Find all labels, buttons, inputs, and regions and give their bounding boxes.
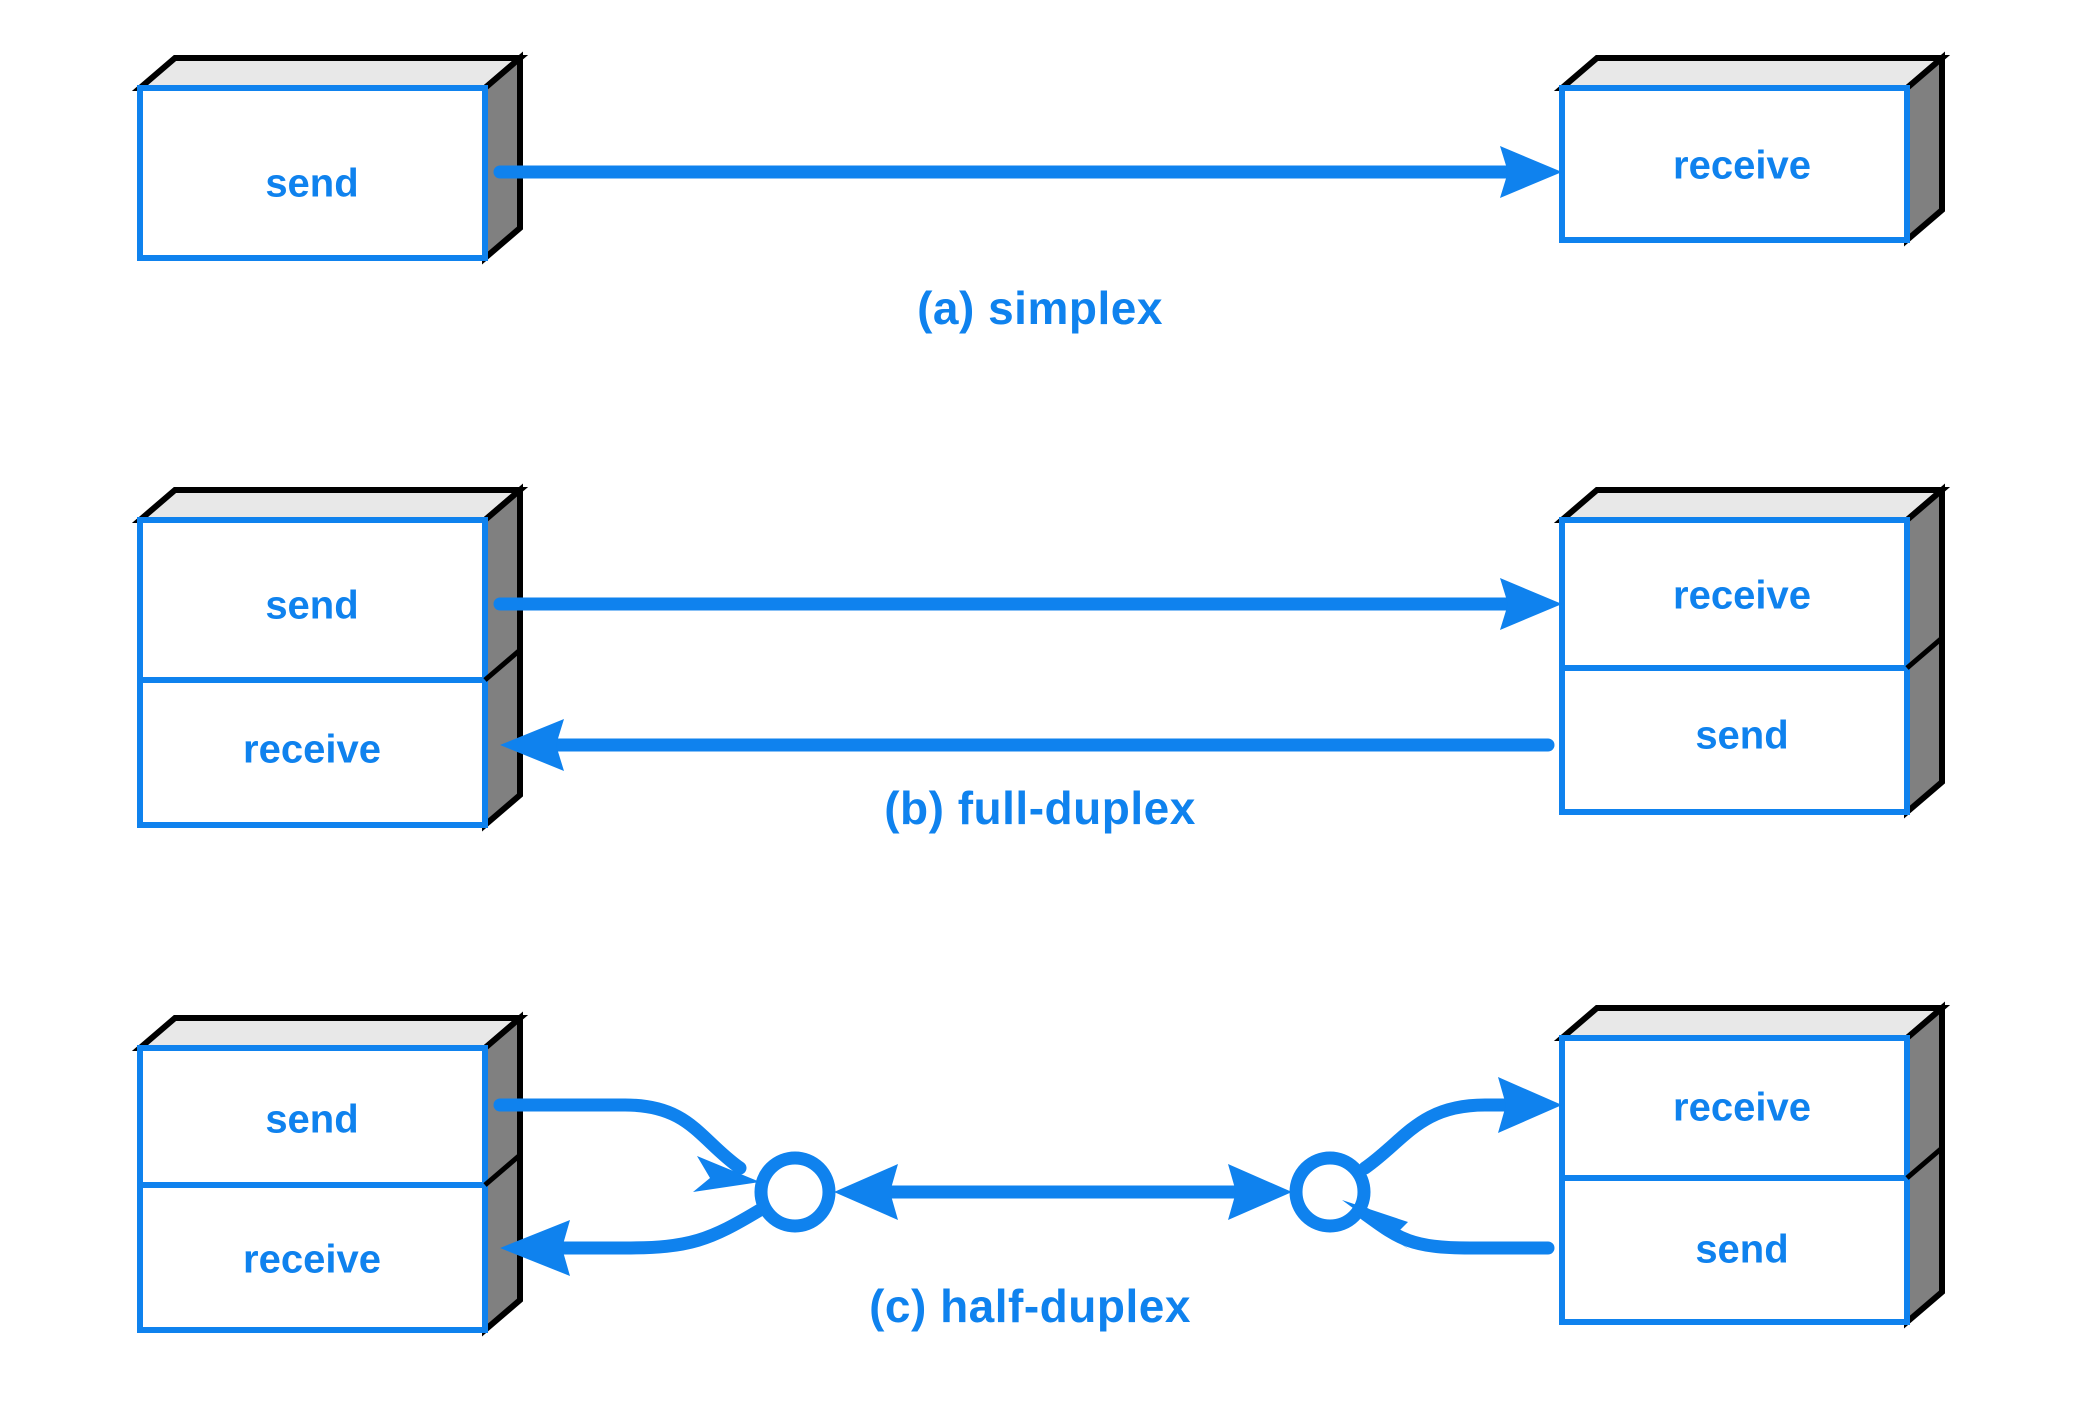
box-front-face <box>137 517 488 828</box>
panel-simplex: send receive (a) simplex <box>131 51 1951 334</box>
box-top-face <box>1553 487 1951 523</box>
halfduplex-right-send-branch <box>1342 1200 1555 1255</box>
compartment-label-receive: receive <box>243 1238 381 1282</box>
right-junction-node[interactable] <box>1289 1151 1371 1233</box>
halfduplex-left-send-branch <box>493 1098 760 1192</box>
halfduplex-left-device[interactable]: send receive <box>131 1011 529 1337</box>
box-top-face <box>1553 1005 1951 1041</box>
fullduplex-flow-arrow-reverse <box>500 719 1555 771</box>
box-front-face <box>137 1045 488 1333</box>
fullduplex-flow-arrow-forward <box>493 578 1562 630</box>
arrowhead-left <box>500 1220 570 1276</box>
halfduplex-right-receive-branch <box>1358 1077 1562 1175</box>
flow-curve <box>493 1098 747 1175</box>
box-top-face <box>131 1015 529 1051</box>
side-face-divider <box>1905 1146 1944 1180</box>
compartment-label-receive: receive <box>1673 1086 1811 1130</box>
compartment-label-send: send <box>265 584 358 628</box>
box-top-face <box>1553 55 1951 91</box>
box-top-face <box>131 487 529 523</box>
caption-simplex: (a) simplex <box>917 282 1163 334</box>
caption-full-duplex: (b) full-duplex <box>884 782 1196 834</box>
panel-full-duplex: send receive receive send <box>131 483 1951 834</box>
fullduplex-right-device[interactable]: receive send <box>1553 483 1951 819</box>
arrowhead-downright <box>693 1156 760 1192</box>
arrowhead-left <box>834 1164 898 1220</box>
halfduplex-centre-arrow-right <box>1228 1164 1292 1220</box>
side-face-divider <box>1905 636 1944 670</box>
flow-curve <box>1358 1098 1537 1175</box>
simplex-left-device[interactable]: send <box>131 51 529 265</box>
box-side-face <box>482 1011 523 1337</box>
compartment-label-receive: receive <box>1673 574 1811 618</box>
arrowhead-upleft <box>1342 1200 1410 1250</box>
side-face-divider <box>483 648 522 682</box>
halfduplex-right-device[interactable]: receive send <box>1553 1001 1951 1329</box>
simplex-right-device[interactable]: receive <box>1553 51 1951 247</box>
arrowhead-right <box>1500 146 1562 198</box>
left-junction-node[interactable] <box>754 1151 836 1233</box>
fullduplex-left-device[interactable]: send receive <box>131 483 529 832</box>
box-side-face <box>482 51 523 265</box>
side-face-divider <box>483 1153 522 1187</box>
compartment-label-send: send <box>265 162 358 206</box>
box-side-face <box>1904 51 1945 247</box>
box-front-face <box>137 85 488 261</box>
panel-half-duplex: send receive receive send <box>131 1001 1951 1337</box>
arrowhead-right <box>1500 578 1562 630</box>
compartment-label-send: send <box>1695 1228 1788 1272</box>
compartment-label-send: send <box>265 1098 358 1142</box>
compartment-label-receive: receive <box>243 728 381 772</box>
halfduplex-left-receive-branch <box>500 1203 767 1276</box>
arrowhead-right <box>1228 1164 1292 1220</box>
halfduplex-centre-arrow-left <box>834 1164 1240 1220</box>
simplex-flow-arrow <box>493 146 1562 198</box>
box-front-face <box>1559 85 1910 243</box>
arrowhead-left <box>500 719 564 771</box>
box-top-face <box>131 55 529 91</box>
compartment-label-receive: receive <box>1673 144 1811 188</box>
arrowhead-right <box>1498 1077 1562 1133</box>
compartment-label-send: send <box>1695 714 1788 758</box>
flow-curve <box>533 1203 767 1255</box>
caption-half-duplex: (c) half-duplex <box>869 1280 1191 1332</box>
